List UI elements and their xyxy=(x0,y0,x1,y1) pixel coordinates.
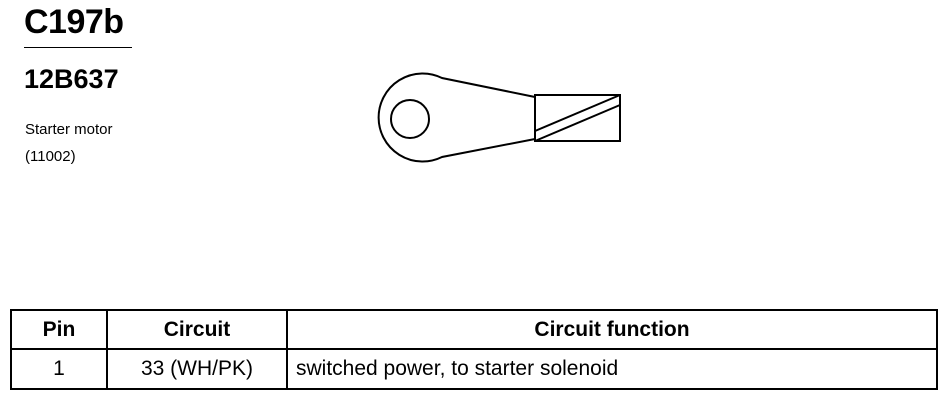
table-row: 1 33 (WH/PK) switched power, to starter … xyxy=(10,348,938,390)
ring-terminal-diagram xyxy=(377,72,621,163)
ring-terminal-hole xyxy=(390,99,430,139)
header-circuit-function: Circuit function xyxy=(286,309,938,350)
component-code: (11002) xyxy=(25,148,76,165)
table-header-row: Pin Circuit Circuit function xyxy=(10,309,938,350)
wire-line-upper xyxy=(534,94,621,132)
header-circuit: Circuit xyxy=(106,309,288,350)
pin-table: Pin Circuit Circuit function 1 33 (WH/PK… xyxy=(10,309,938,390)
component-name: Starter motor xyxy=(25,121,113,138)
wire-line-lower xyxy=(534,104,621,142)
title-underline xyxy=(24,47,132,48)
ring-terminal-outline xyxy=(377,72,536,163)
terminal-crimp-barrel xyxy=(534,94,621,142)
cell-pin: 1 xyxy=(10,348,108,390)
cell-circuit: 33 (WH/PK) xyxy=(106,348,288,390)
connector-id: C197b xyxy=(24,3,124,41)
cell-circuit-function: switched power, to starter solenoid xyxy=(286,348,938,390)
header-pin: Pin xyxy=(10,309,108,350)
part-number: 12B637 xyxy=(24,64,119,94)
